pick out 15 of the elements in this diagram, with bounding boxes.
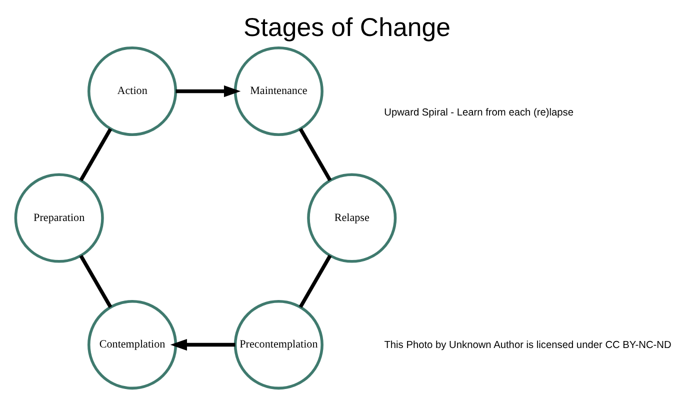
connector	[78, 254, 112, 308]
node-circle: Relapse	[306, 173, 396, 263]
arrow	[175, 85, 240, 98]
arrow	[170, 338, 235, 351]
node-circle: Action	[87, 46, 177, 136]
label: This Photo by Unknown Author is licensed under CC BY-NC-ND	[384, 340, 671, 352]
node-circle: Precontemplation	[233, 300, 323, 390]
connector	[298, 128, 332, 182]
label: Upward Spiral - Learn from each (re)lapse	[384, 107, 574, 118]
node-circle: Maintenance	[233, 46, 323, 136]
connector	[298, 254, 332, 308]
node-circle: Preparation	[14, 173, 104, 263]
diagram-title: Stages of Change	[243, 14, 450, 42]
node-circle: Contemplation	[87, 300, 177, 390]
connector	[78, 128, 112, 182]
